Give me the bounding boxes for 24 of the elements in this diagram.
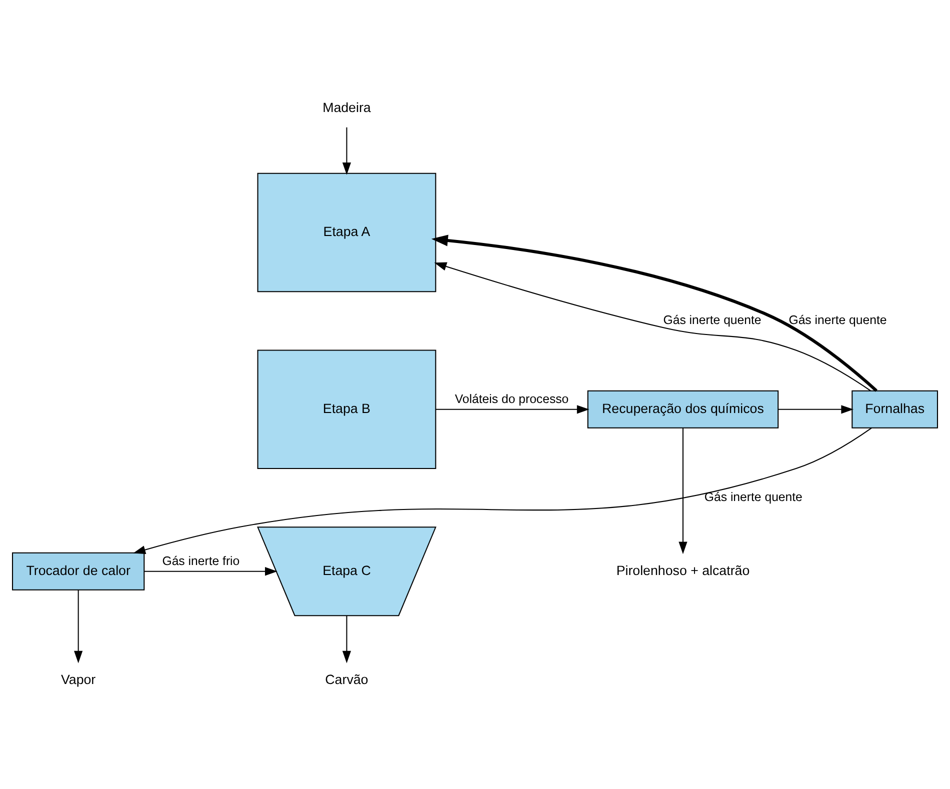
arrow (434, 262, 871, 392)
node-text: Pirolenhoso + alcatrão (616, 562, 750, 578)
arrow (74, 590, 83, 664)
edge-label: Voláteis do processo (454, 392, 569, 406)
arrow (133, 428, 872, 554)
arrow (678, 428, 688, 554)
edge-label: Gás inerte frio (162, 554, 240, 568)
node-box: Etapa B (257, 350, 436, 470)
arrow (778, 405, 854, 414)
arrow (144, 567, 278, 576)
arrow (436, 405, 590, 414)
edge-label: Gás inerte quente (663, 313, 762, 328)
edge-label: Gás inerte quente (788, 313, 887, 328)
edge-label: Gás inerte quente (704, 490, 802, 504)
node-box: Recuperação dos químicos (587, 390, 779, 428)
arrow (342, 127, 352, 175)
node-box: Trocador de calor (12, 552, 145, 590)
arrow (342, 616, 352, 664)
node-text: Madeira (322, 100, 371, 116)
node-text: Carvão (325, 672, 368, 687)
node-box: Fornalhas (852, 390, 938, 428)
node-box: Etapa A (257, 172, 436, 292)
arrow (431, 234, 878, 392)
node-text: Vapor (60, 672, 96, 687)
